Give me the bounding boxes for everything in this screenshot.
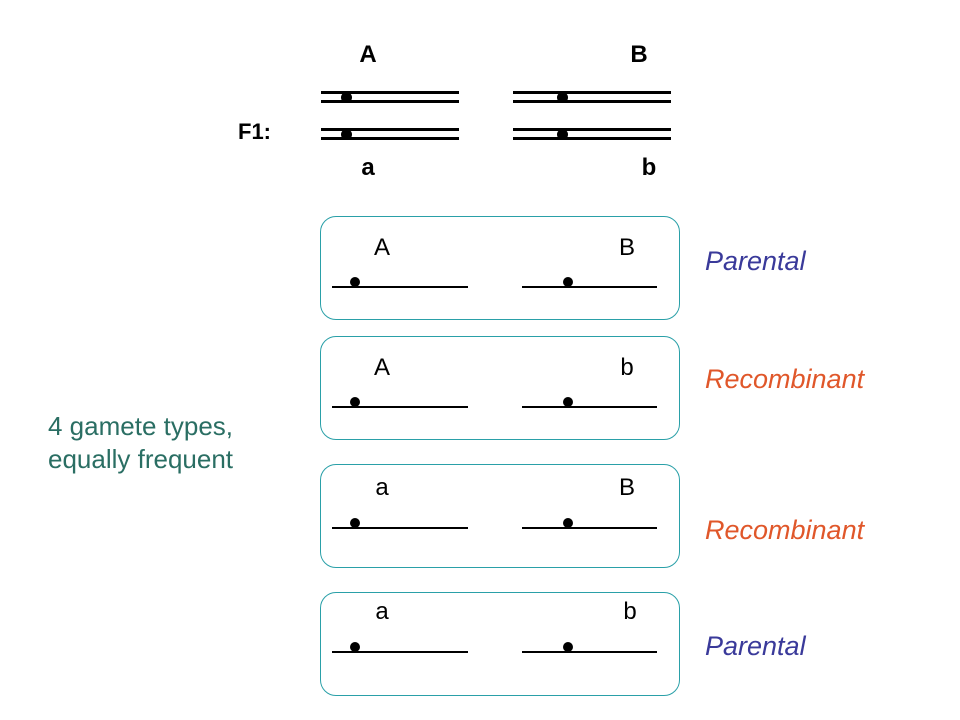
f1-allele-B: B <box>630 41 648 68</box>
gamete-1-type: Parental <box>705 246 806 276</box>
centromere-icon <box>563 397 573 407</box>
gamete-4-chromosome-2 <box>522 651 657 653</box>
f1-allele-A: A <box>359 41 377 68</box>
gamete-3-type: Recombinant <box>705 515 865 545</box>
gamete-box-2 <box>320 336 680 440</box>
f1-label: F1: <box>238 119 271 144</box>
f1-chromosome-1-top <box>321 91 459 103</box>
gamete-box-1 <box>320 216 680 320</box>
centromere-icon <box>350 397 360 407</box>
f1-chromosome-1-bottom <box>321 128 459 140</box>
centromere-icon <box>341 92 352 103</box>
gamete-1-chromosome-2 <box>522 286 657 288</box>
f1-chromosome-2-top <box>513 91 671 103</box>
gamete-box-4 <box>320 592 680 696</box>
gamete-summary-note: 4 gamete types, equally frequent <box>48 410 233 475</box>
centromere-icon <box>557 92 568 103</box>
gamete-1-right-allele: B <box>618 234 635 261</box>
centromere-icon <box>563 518 573 528</box>
gamete-4-type: Parental <box>705 631 806 661</box>
f1-allele-a: a <box>361 154 375 181</box>
gamete-2-left-allele: A <box>373 354 390 381</box>
gamete-3-chromosome-2 <box>522 527 657 529</box>
note-line-1: 4 gamete types, <box>48 411 233 441</box>
centromere-icon <box>563 642 573 652</box>
gamete-3-chromosome-1 <box>332 527 468 529</box>
gamete-4-right-allele: b <box>623 598 637 625</box>
gamete-1-left-allele: A <box>373 234 390 261</box>
centromere-icon <box>563 277 573 287</box>
gamete-3-left-allele: a <box>375 474 389 501</box>
centromere-icon <box>350 277 360 287</box>
f1-chromosome-2-bottom <box>513 128 671 140</box>
f1-allele-b: b <box>641 154 657 181</box>
centromere-icon <box>350 642 360 652</box>
gamete-4-chromosome-1 <box>332 651 468 653</box>
gamete-3-right-allele: B <box>618 474 635 501</box>
gamete-2-right-allele: b <box>620 354 634 381</box>
gamete-2-chromosome-2 <box>522 406 657 408</box>
centromere-icon <box>557 129 568 140</box>
gamete-1-chromosome-1 <box>332 286 468 288</box>
gamete-box-3 <box>320 464 680 568</box>
centromere-icon <box>350 518 360 528</box>
note-line-2: equally frequent <box>48 443 234 474</box>
gamete-4-left-allele: a <box>375 598 389 625</box>
gamete-2-type: Recombinant <box>705 364 865 394</box>
centromere-icon <box>341 129 352 140</box>
gamete-2-chromosome-1 <box>332 406 468 408</box>
